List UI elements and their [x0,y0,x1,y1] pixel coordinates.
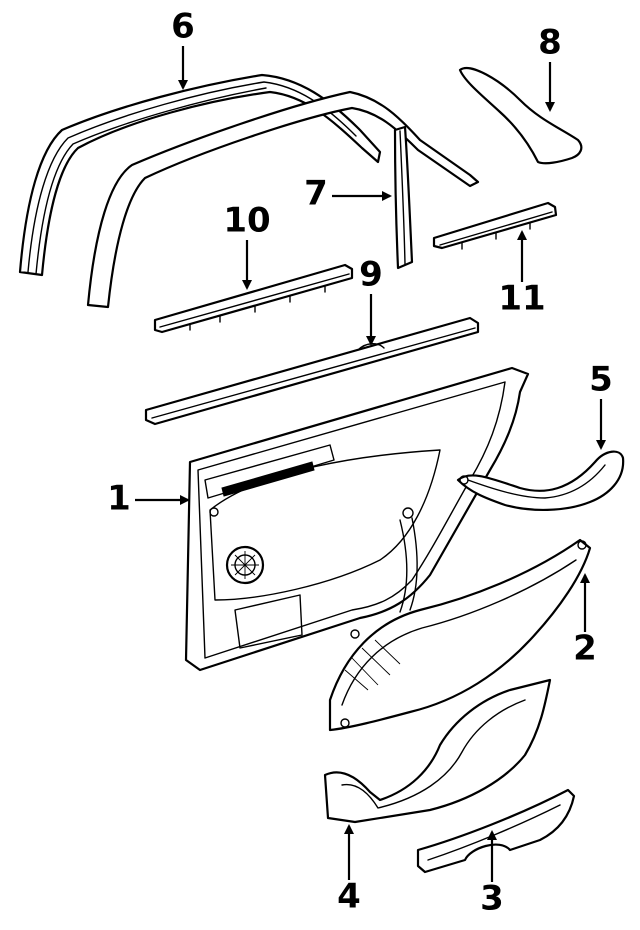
callout-4: 4 [337,824,361,917]
callout-label-1: 1 [107,479,131,519]
part-9-belt-moulding[interactable] [144,316,480,426]
part-1-door-trim-panel[interactable] [184,366,530,672]
part-7-pillar-trim[interactable] [393,125,414,270]
callout-label-2: 2 [573,629,597,669]
part-6-frame-weatherstrip[interactable] [18,73,382,277]
callout-label-8: 8 [538,23,562,63]
part-10-belt-moulding[interactable] [153,263,354,334]
callout-label-6: 6 [171,7,195,47]
part-5-pull-handle[interactable] [456,450,625,511]
callout-1: 1 [107,479,190,519]
part-4-lower-bin-trim[interactable] [323,678,552,824]
part-8-window-garnish[interactable] [458,67,583,165]
part-2-armrest-cover[interactable] [328,538,592,732]
callout-6: 6 [171,7,195,90]
callout-label-11: 11 [498,279,545,319]
callout-label-10: 10 [223,201,270,241]
callout-2: 2 [573,573,597,669]
callout-9: 9 [359,255,383,346]
callout-label-7: 7 [304,174,328,214]
callout-label-5: 5 [589,360,613,400]
callout-11: 11 [498,230,546,319]
inner-arch-moulding[interactable] [86,90,480,309]
callout-10: 10 [223,201,271,290]
callout-label-4: 4 [337,877,361,917]
callout-8: 8 [538,23,562,112]
callout-7: 7 [304,174,392,214]
callout-label-3: 3 [480,879,504,919]
callout-5: 5 [589,360,613,450]
callout-label-9: 9 [359,255,383,295]
part-11-belt-moulding[interactable] [432,201,558,250]
callout-3: 3 [480,830,504,919]
